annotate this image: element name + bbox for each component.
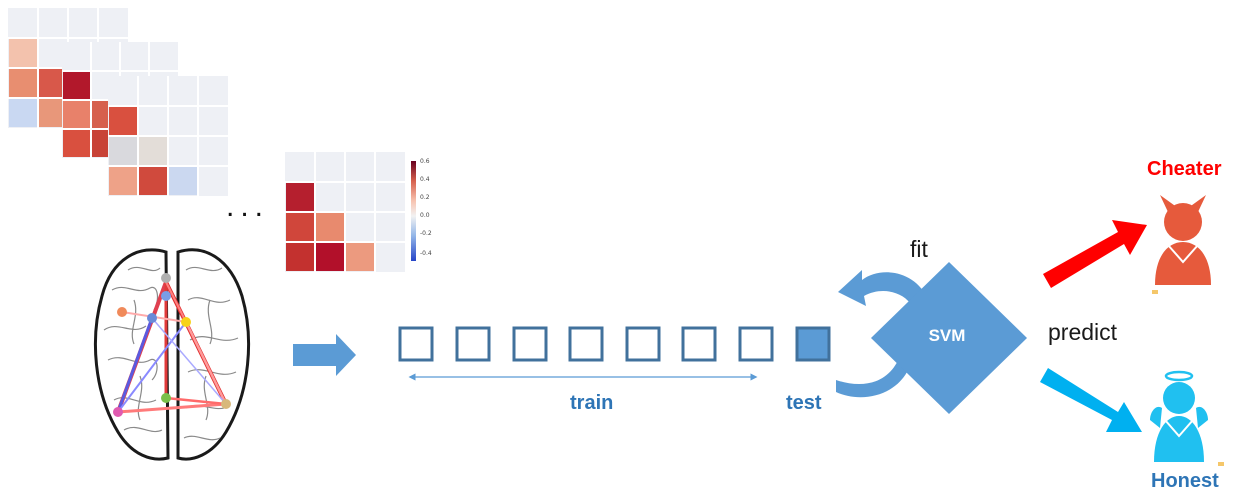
cheater-label: Cheater <box>1147 158 1222 180</box>
svm-node <box>871 262 1027 414</box>
predict-label: predict <box>1048 319 1118 345</box>
colorbar-tick: 0.6 <box>420 158 430 165</box>
ellipsis: ... <box>226 190 270 223</box>
fit-label: fit <box>910 236 928 262</box>
train-box <box>455 326 491 362</box>
colorbar-tick: 0.2 <box>420 194 430 201</box>
train-box <box>512 326 548 362</box>
test-label: test <box>786 392 822 414</box>
sample-sequence <box>398 326 831 362</box>
honest-label: Honest <box>1151 470 1219 492</box>
colorbar-tick: 0.4 <box>420 176 430 183</box>
angel-icon <box>1150 370 1224 466</box>
colorbar-tick: -0.4 <box>420 250 432 257</box>
devil-icon <box>1152 195 1211 294</box>
fit-arrow <box>836 270 928 398</box>
colorbar-tick: 0.0 <box>420 212 430 219</box>
input-arrow <box>293 334 356 376</box>
train-box <box>625 326 661 362</box>
train-box <box>738 326 774 362</box>
matrix-stack-3 <box>108 76 228 196</box>
svm-label: SVM <box>928 326 966 345</box>
test-box <box>795 326 831 362</box>
colorbar-tick: -0.2 <box>420 230 432 237</box>
train-box <box>398 326 434 362</box>
honest-arrow <box>1040 368 1142 432</box>
colorbar <box>411 161 416 261</box>
brain-network-icon <box>93 248 251 461</box>
train-label: train <box>570 392 614 414</box>
train-box <box>681 326 717 362</box>
matrix-main <box>285 152 405 272</box>
cheater-arrow <box>1043 220 1147 288</box>
train-box <box>568 326 604 362</box>
